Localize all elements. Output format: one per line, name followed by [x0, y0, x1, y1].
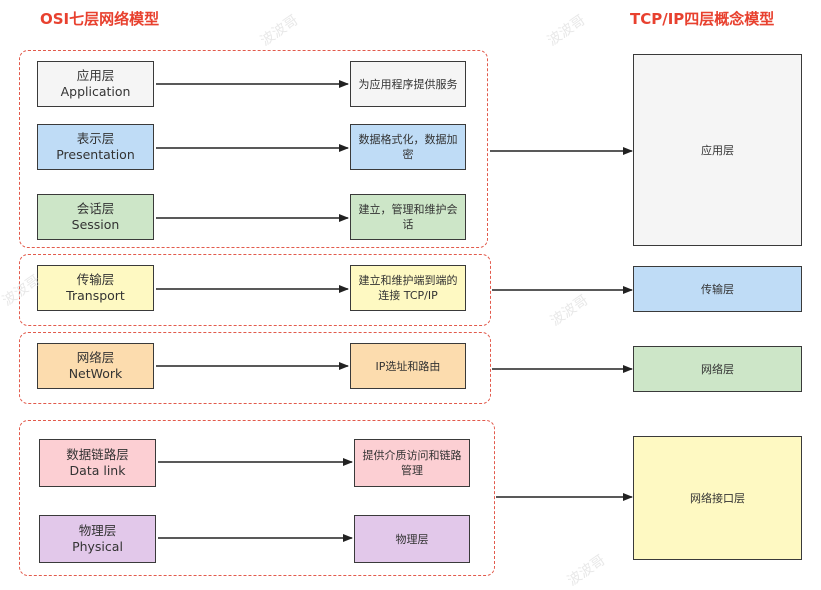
- osi-desc-application: 为应用程序提供服务: [350, 61, 466, 107]
- osi-layer-en: Transport: [66, 288, 125, 303]
- desc-text: IP选址和路由: [375, 359, 441, 373]
- osi-layer-en: Application: [60, 84, 131, 99]
- osi-layer-cn: 传输层: [76, 272, 115, 287]
- osi-layer-cn: 会话层: [76, 201, 115, 216]
- desc-text: 建立，管理和维护会话: [358, 203, 458, 231]
- osi-layer-transport: 传输层 Transport: [37, 265, 154, 311]
- osi-layer-cn: 应用层: [76, 68, 115, 83]
- desc-text: 为应用程序提供服务: [358, 77, 458, 91]
- desc-text: 物理层: [395, 532, 429, 546]
- osi-layer-en: Session: [71, 217, 120, 232]
- osi-layer-application: 应用层 Application: [37, 61, 154, 107]
- osi-layer-network: 网络层 NetWork: [37, 343, 154, 389]
- osi-layer-cn: 物理层: [78, 523, 117, 538]
- tcpip-layer-network: 网络层: [633, 346, 802, 392]
- desc-text: 数据格式化，数据加密: [358, 133, 458, 161]
- osi-desc-presentation: 数据格式化，数据加密: [350, 124, 466, 170]
- osi-layer-session: 会话层 Session: [37, 194, 154, 240]
- desc-text: 提供介质访问和链路管理: [362, 449, 462, 477]
- osi-layer-presentation: 表示层 Presentation: [37, 124, 154, 170]
- tcpip-layer-label: 网络接口层: [690, 491, 745, 505]
- tcpip-layer-label: 传输层: [701, 282, 734, 296]
- osi-layer-cn: 网络层: [76, 350, 115, 365]
- osi-layer-en: NetWork: [68, 366, 123, 381]
- group-upper-layers: [19, 50, 488, 248]
- group-network: [19, 332, 491, 404]
- group-link-physical: [19, 420, 495, 576]
- osi-layer-en: Presentation: [56, 147, 135, 162]
- osi-desc-session: 建立，管理和维护会话: [350, 194, 466, 240]
- osi-desc-network: IP选址和路由: [350, 343, 466, 389]
- osi-desc-physical: 物理层: [354, 515, 470, 563]
- osi-layer-cn: 数据链路层: [66, 447, 129, 462]
- tcpip-layer-transport: 传输层: [633, 266, 802, 312]
- tcpip-layer-application: 应用层: [633, 54, 802, 246]
- osi-desc-datalink: 提供介质访问和链路管理: [354, 439, 470, 487]
- desc-text: 建立和维护端到端的连接 TCP/IP: [358, 274, 458, 302]
- tcpip-layer-label: 网络层: [701, 362, 734, 376]
- osi-layer-datalink: 数据链路层 Data link: [39, 439, 156, 487]
- osi-layer-physical: 物理层 Physical: [39, 515, 156, 563]
- osi-layer-en: Physical: [72, 539, 123, 554]
- group-transport: [19, 254, 491, 326]
- tcpip-layer-interface: 网络接口层: [633, 436, 802, 560]
- tcpip-title: TCP/IP四层概念模型: [630, 10, 775, 28]
- osi-title: OSI七层网络模型: [40, 10, 160, 28]
- osi-layer-cn: 表示层: [76, 131, 115, 146]
- osi-desc-transport: 建立和维护端到端的连接 TCP/IP: [350, 265, 466, 311]
- tcpip-layer-label: 应用层: [701, 143, 734, 157]
- osi-layer-en: Data link: [69, 463, 126, 478]
